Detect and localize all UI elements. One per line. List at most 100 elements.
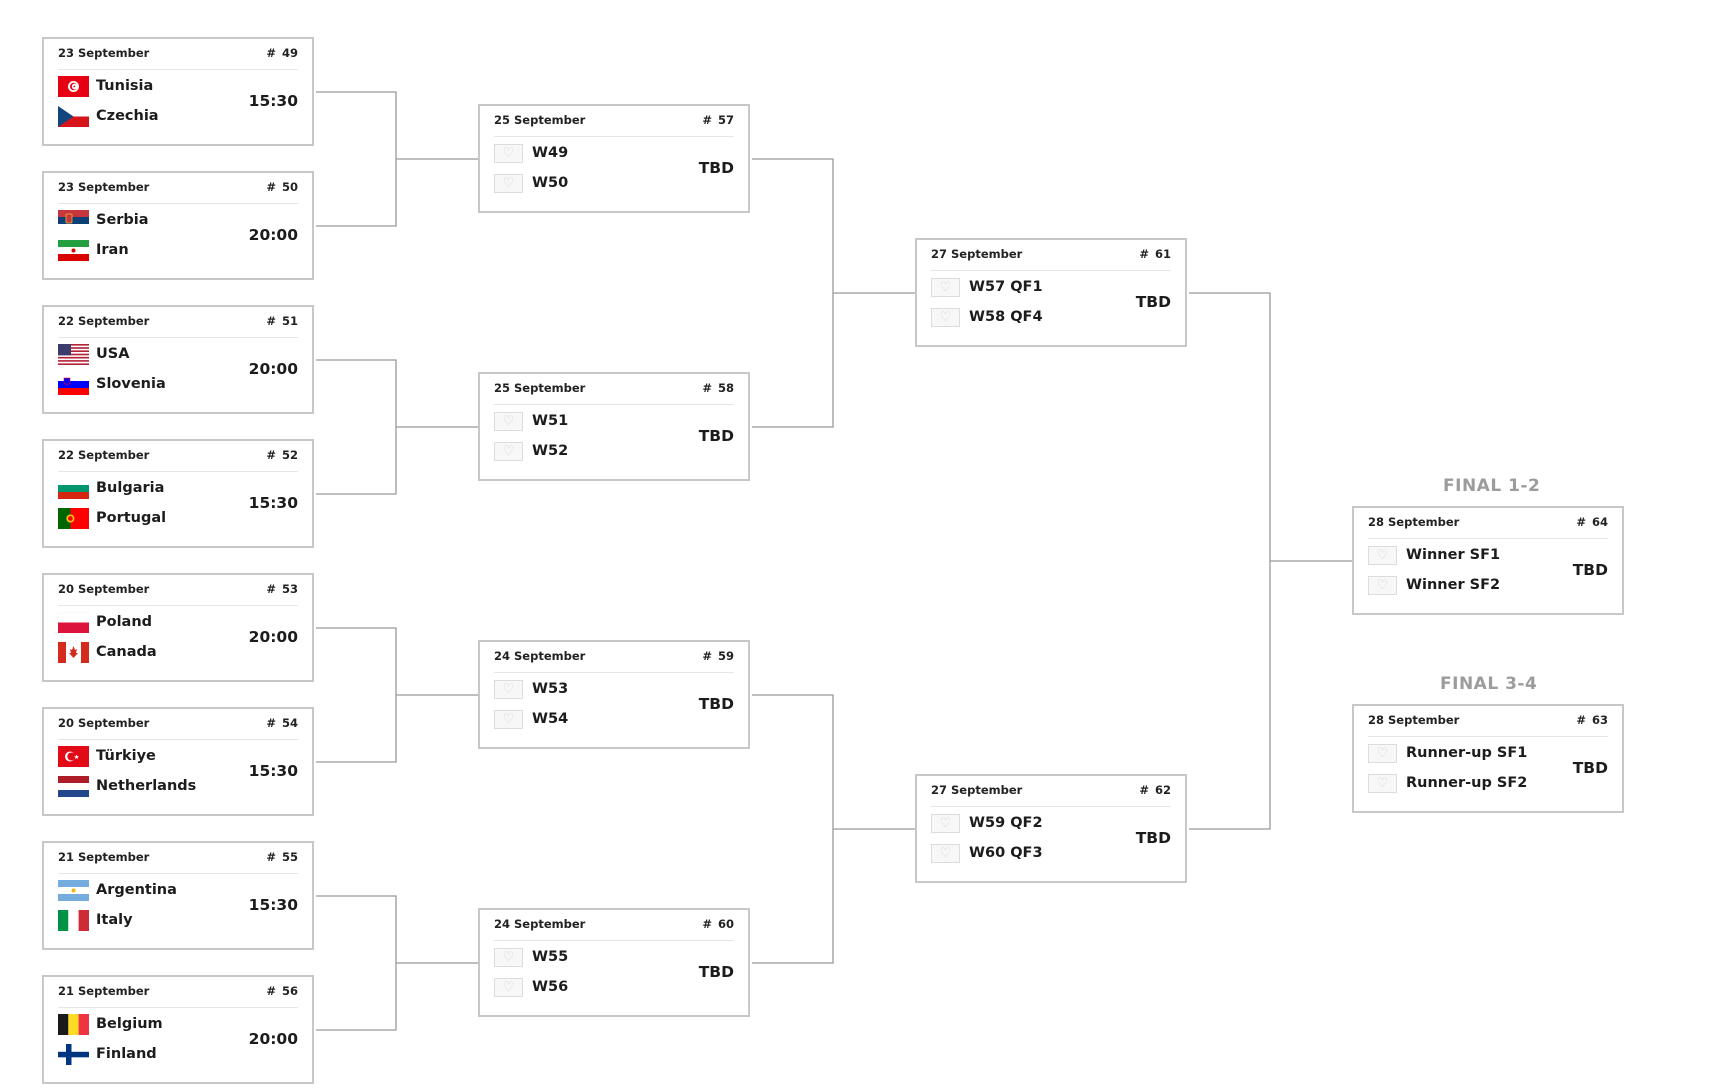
match-card-61[interactable]: 27 September # 61 ♡ W57 QF1 ♡ W58 QF4 TB…: [915, 238, 1187, 347]
match-number: # 56: [266, 984, 298, 998]
team-row[interactable]: Belgium: [58, 1014, 248, 1036]
iran-flag-icon: [58, 240, 89, 261]
team-row[interactable]: ♡ W59 QF2: [931, 813, 1121, 835]
match-header: 22 September # 51: [58, 314, 298, 332]
team-row[interactable]: Finland: [58, 1044, 248, 1066]
team-row[interactable]: ♡ W52: [494, 441, 684, 463]
match-card-49[interactable]: 23 September # 49 Tunisia Czechia 15:30: [42, 37, 314, 146]
match-number: # 59: [702, 649, 734, 663]
match-header: 22 September # 52: [58, 448, 298, 466]
match-header: 25 September # 57: [494, 113, 734, 131]
team-row[interactable]: Bulgaria: [58, 478, 248, 500]
match-date: 25 September: [494, 381, 586, 395]
team-row[interactable]: Türkiye: [58, 746, 248, 768]
team-name: Winner SF1: [1406, 547, 1501, 563]
team-row[interactable]: ♡ W56: [494, 977, 684, 999]
team-row[interactable]: ♡ Runner-up SF2: [1368, 773, 1558, 795]
match-time: 15:30: [248, 762, 298, 780]
team-row[interactable]: Poland: [58, 612, 248, 634]
team-row[interactable]: USA: [58, 344, 248, 366]
match-number: # 50: [266, 180, 298, 194]
header-divider: [494, 136, 734, 137]
team-name: Poland: [96, 614, 153, 630]
team-name: Netherlands: [96, 778, 197, 794]
placeholder-heart-icon: ♡: [1368, 576, 1397, 595]
team-row[interactable]: ♡ Winner SF1: [1368, 545, 1558, 567]
team-row[interactable]: Tunisia: [58, 76, 248, 98]
match-number: # 51: [266, 314, 298, 328]
team-row[interactable]: Iran: [58, 240, 248, 262]
team-row[interactable]: ♡ W60 QF3: [931, 843, 1121, 865]
match-date: 24 September: [494, 917, 586, 931]
match-number: # 58: [702, 381, 734, 395]
match-time: TBD: [1135, 829, 1171, 847]
match-header: 25 September # 58: [494, 381, 734, 399]
team-row[interactable]: Netherlands: [58, 776, 248, 798]
match-card-53[interactable]: 20 September # 53 Poland Canada 20:00: [42, 573, 314, 682]
team-row[interactable]: ♡ W55: [494, 947, 684, 969]
match-card-63[interactable]: 28 September # 63 ♡ Runner-up SF1 ♡ Runn…: [1352, 704, 1624, 813]
header-divider: [58, 873, 298, 874]
match-time: 20:00: [248, 1030, 298, 1048]
team-row[interactable]: ♡ W49: [494, 143, 684, 165]
team-row[interactable]: Czechia: [58, 106, 248, 128]
match-number: # 54: [266, 716, 298, 730]
match-date: 23 September: [58, 180, 150, 194]
team-row[interactable]: Italy: [58, 910, 248, 932]
team-row[interactable]: Argentina: [58, 880, 248, 902]
team-name: W51: [532, 413, 569, 429]
team-name: Tunisia: [96, 78, 154, 94]
match-time: TBD: [1572, 561, 1608, 579]
placeholder-heart-icon: ♡: [494, 174, 523, 193]
match-date: 21 September: [58, 984, 150, 998]
match-date: 28 September: [1368, 713, 1460, 727]
team-row[interactable]: Serbia: [58, 210, 248, 232]
match-date: 22 September: [58, 314, 150, 328]
header-divider: [58, 1007, 298, 1008]
team-name: Iran: [96, 242, 129, 258]
match-card-64[interactable]: 28 September # 64 ♡ Winner SF1 ♡ Winner …: [1352, 506, 1624, 615]
match-card-58[interactable]: 25 September # 58 ♡ W51 ♡ W52 TBD: [478, 372, 750, 481]
match-header: 23 September # 49: [58, 46, 298, 64]
match-card-51[interactable]: 22 September # 51 USA Slovenia 20:00: [42, 305, 314, 414]
placeholder-heart-icon: ♡: [1368, 744, 1397, 763]
match-time: TBD: [1135, 293, 1171, 311]
team-row[interactable]: ♡ W53: [494, 679, 684, 701]
team-row[interactable]: ♡ W57 QF1: [931, 277, 1121, 299]
team-row[interactable]: ♡ W51: [494, 411, 684, 433]
team-row[interactable]: ♡ W50: [494, 173, 684, 195]
serbia-flag-icon: [58, 210, 89, 231]
match-time: TBD: [698, 963, 734, 981]
match-date: 25 September: [494, 113, 586, 127]
team-name: W52: [532, 443, 569, 459]
team-name: Belgium: [96, 1016, 163, 1032]
team-name: Portugal: [96, 510, 167, 526]
team-row[interactable]: Portugal: [58, 508, 248, 530]
team-name: Serbia: [96, 212, 149, 228]
match-card-55[interactable]: 21 September # 55 Argentina Italy 15:30: [42, 841, 314, 950]
team-name: Türkiye: [96, 748, 156, 764]
placeholder-heart-icon: ♡: [494, 442, 523, 461]
match-card-59[interactable]: 24 September # 59 ♡ W53 ♡ W54 TBD: [478, 640, 750, 749]
bulgaria-flag-icon: [58, 478, 89, 499]
match-card-57[interactable]: 25 September # 57 ♡ W49 ♡ W50 TBD: [478, 104, 750, 213]
match-card-56[interactable]: 21 September # 56 Belgium Finland 20:00: [42, 975, 314, 1084]
team-row[interactable]: Slovenia: [58, 374, 248, 396]
team-name: W55: [532, 949, 569, 965]
match-card-54[interactable]: 20 September # 54 Türkiye Netherlands 15…: [42, 707, 314, 816]
team-row[interactable]: ♡ W58 QF4: [931, 307, 1121, 329]
match-number: # 64: [1576, 515, 1608, 529]
match-time: TBD: [698, 695, 734, 713]
team-row[interactable]: Canada: [58, 642, 248, 664]
match-card-50[interactable]: 23 September # 50 Serbia Iran 20:00: [42, 171, 314, 280]
team-row[interactable]: ♡ W54: [494, 709, 684, 731]
header-divider: [1368, 538, 1608, 539]
team-row[interactable]: ♡ Runner-up SF1: [1368, 743, 1558, 765]
match-date: 27 September: [931, 247, 1023, 261]
match-date: 23 September: [58, 46, 150, 60]
match-card-52[interactable]: 22 September # 52 Bulgaria Portugal 15:3…: [42, 439, 314, 548]
team-row[interactable]: ♡ Winner SF2: [1368, 575, 1558, 597]
finland-flag-icon: [58, 1044, 89, 1065]
match-card-62[interactable]: 27 September # 62 ♡ W59 QF2 ♡ W60 QF3 TB…: [915, 774, 1187, 883]
match-card-60[interactable]: 24 September # 60 ♡ W55 ♡ W56 TBD: [478, 908, 750, 1017]
